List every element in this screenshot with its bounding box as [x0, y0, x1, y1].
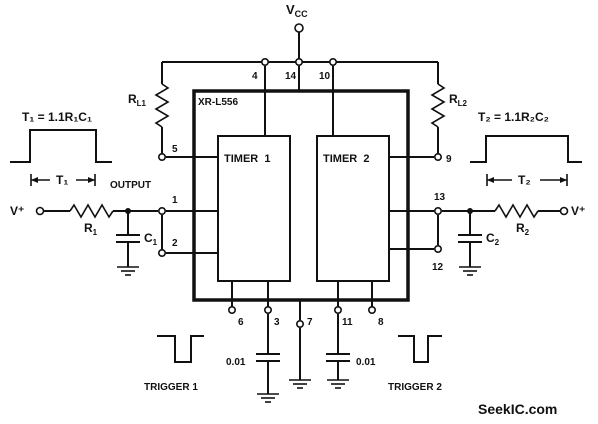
c2-label: C2: [486, 231, 500, 247]
output-pulse-1: [10, 129, 112, 163]
vcc-label: VCC: [286, 2, 308, 19]
output-label: OUTPUT: [110, 180, 151, 191]
pin-5-label: 5: [172, 144, 178, 155]
pin-11-node: [333, 305, 342, 314]
r1-resistor: [69, 203, 114, 219]
pin-7-node: [295, 319, 304, 328]
pin-11-label: 11: [342, 317, 353, 328]
pin-7-label: 7: [307, 317, 313, 328]
cap3-label: 0.01: [226, 357, 246, 368]
pin-3-node: [263, 305, 272, 314]
pin-3-label: 3: [274, 317, 280, 328]
rl1-label: RL1: [128, 92, 147, 108]
rl1-resistor: [154, 83, 170, 128]
pin-14-node: [294, 57, 303, 66]
r2-label: R2: [516, 221, 530, 237]
pin-9-label: 9: [446, 154, 452, 165]
r2-resistor: [494, 203, 539, 219]
cap11-label: 0.01: [356, 357, 376, 368]
watermark: SeekIC.com: [478, 401, 557, 417]
pin-6-node: [228, 305, 237, 314]
pin-10-node: [328, 57, 337, 66]
pin-9-node: [433, 153, 442, 162]
output-pulse-2: [470, 135, 582, 163]
t2-dimension: [486, 174, 568, 186]
c1-label: C1: [144, 231, 158, 247]
timer-1-label: TIMER 1: [224, 153, 270, 165]
trigger-1-pulse: [157, 335, 204, 363]
timer-2-label: TIMER 2: [323, 153, 369, 165]
pin-4-label: 4: [252, 71, 258, 82]
pin-12-label: 12: [432, 262, 444, 273]
t2-label: T₂: [518, 173, 531, 187]
vplus-right-label: V⁺: [571, 204, 585, 218]
pin-8-label: 8: [378, 317, 384, 328]
ground-pin-7: [289, 379, 311, 389]
pin-14-label: 14: [285, 71, 297, 82]
pin-4-node: [260, 57, 269, 66]
vplus-left-terminal: [35, 206, 45, 216]
timer-2-block: [316, 135, 390, 282]
ground-cap3: [257, 393, 279, 403]
pin-5-node: [158, 153, 167, 162]
timer-1-block: [217, 135, 291, 282]
ground-cap11: [327, 379, 349, 389]
trigger-2-pulse: [398, 335, 442, 363]
trigger-2-label: TRIGGER 2: [388, 382, 442, 393]
vplus-right-terminal: [559, 206, 569, 216]
ground-c2: [459, 266, 481, 276]
formula-1: T₁ = 1.1R₁C₁: [22, 110, 92, 124]
pin-2-node: [158, 249, 167, 258]
ic-part-label: XR-L556: [198, 97, 238, 108]
rl2-resistor: [430, 83, 446, 128]
pin-1-node: [158, 207, 167, 216]
pin-12-node: [433, 245, 442, 254]
ground-c1: [117, 266, 139, 276]
trigger-1-label: TRIGGER 1: [144, 382, 198, 393]
t1-dimension: [30, 174, 96, 186]
t1-label: T₁: [56, 173, 68, 187]
pin-6-label: 6: [238, 317, 244, 328]
pin-10-label: 10: [319, 71, 331, 82]
formula-2: T₂ = 1.1R₂C₂: [478, 110, 549, 124]
pin-13-label: 13: [434, 192, 446, 203]
vcc-terminal: [294, 23, 304, 33]
pin-8-node: [367, 305, 376, 314]
vplus-left-label: V⁺: [10, 204, 24, 218]
r1-label: R1: [84, 221, 98, 237]
rl2-label: RL2: [449, 92, 468, 108]
pin-13-node: [433, 207, 442, 216]
pin-1-label: 1: [172, 195, 178, 206]
pin-2-label: 2: [172, 238, 178, 249]
